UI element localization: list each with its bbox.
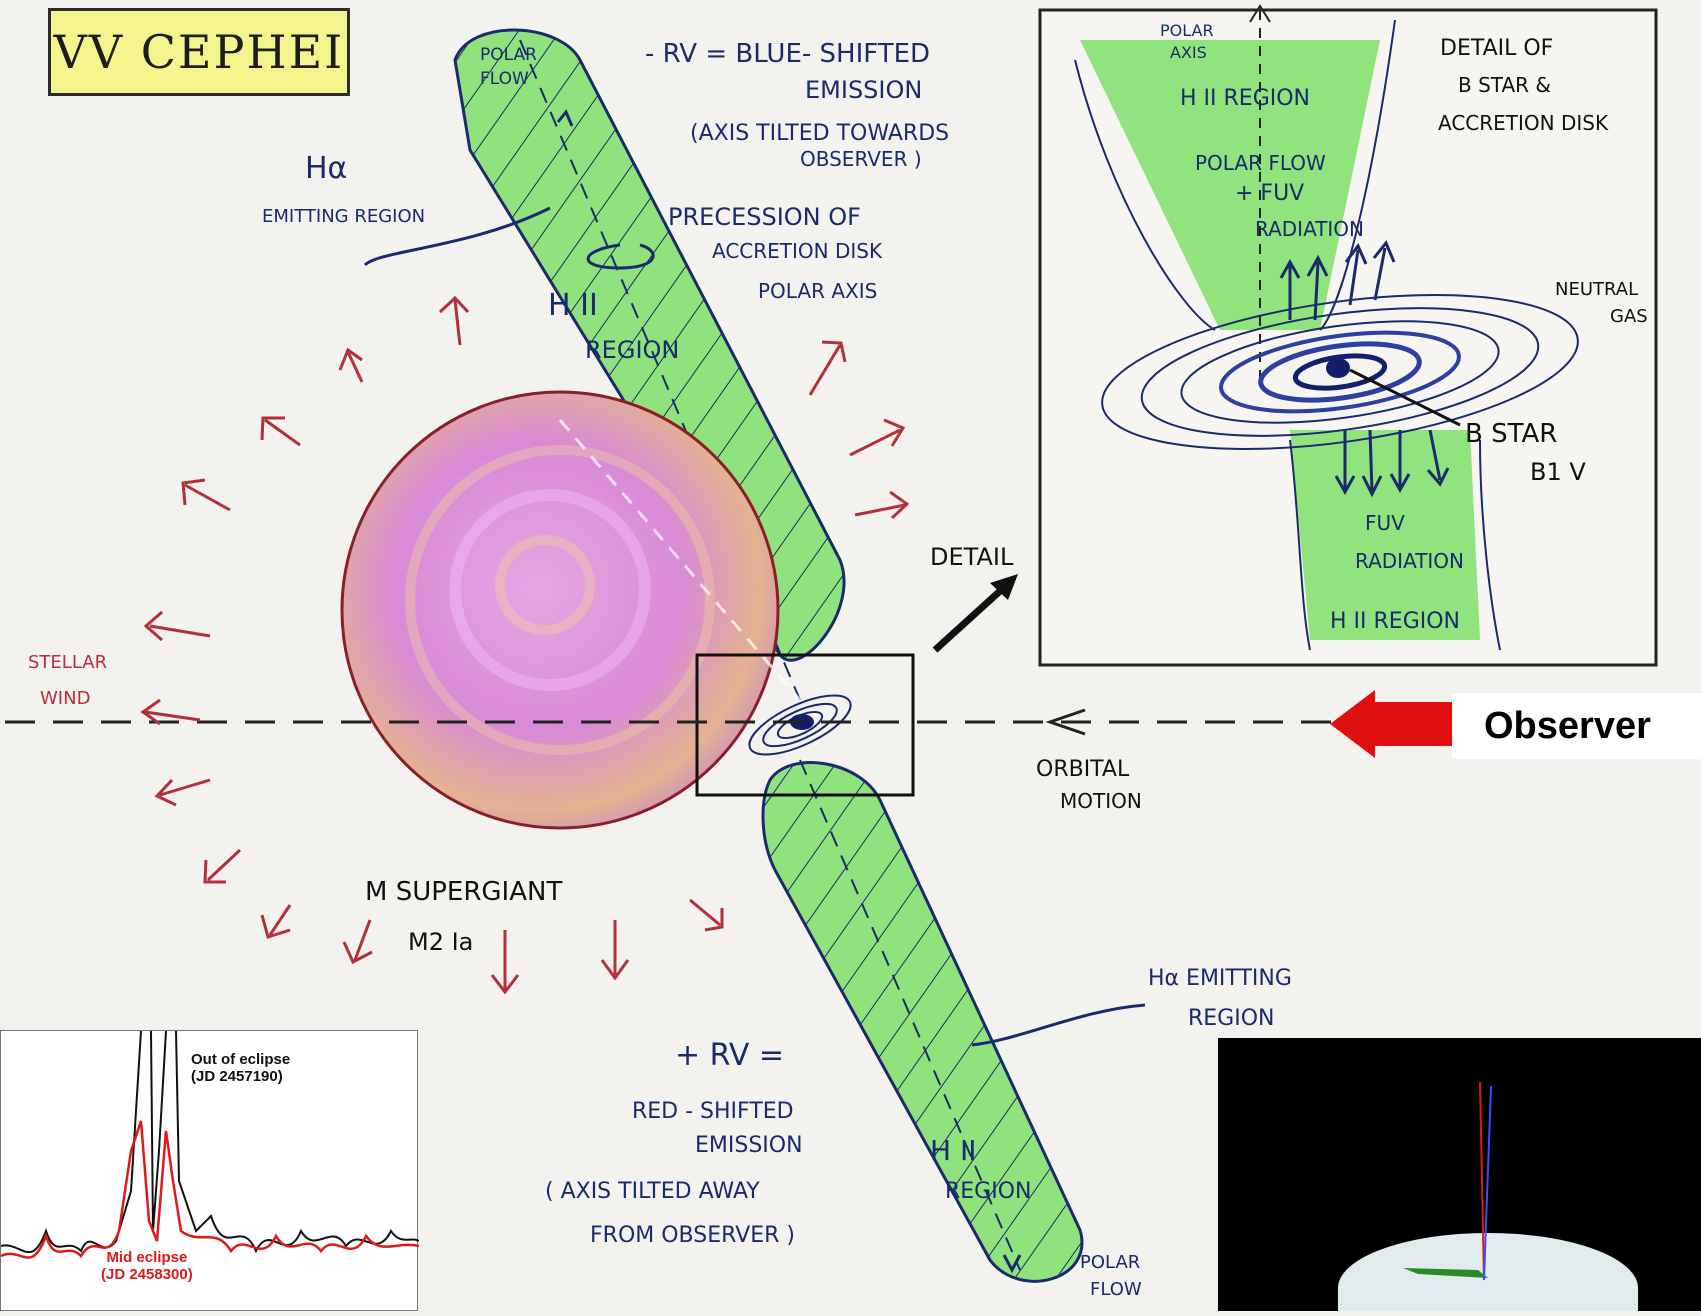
halpha-upper-label: EMITTING REGION [262, 206, 425, 227]
spectrum-inset: Out of eclipse (JD 2457190) Mid eclipse … [0, 1030, 418, 1311]
inset-polar-axis-1: POLAR [1160, 21, 1214, 40]
halpha-upper-symbol: Hα [305, 151, 347, 186]
stellar-wind-1: STELLAR [28, 652, 107, 673]
blue-shift-line-2: EMISSION [805, 76, 922, 104]
polar-flow-lower-1: POLAR [1080, 1252, 1140, 1273]
inset-title-2: B STAR & [1458, 73, 1551, 97]
inset-hii-bottom: H II REGION [1330, 609, 1460, 634]
inset-polar-axis-2: AXIS [1170, 43, 1207, 62]
hii-upper-2: REGION [585, 336, 679, 364]
inset-polar-flow-1: POLAR FLOW [1195, 151, 1326, 175]
hii-lower-2: REGION [945, 1179, 1032, 1204]
polar-flow-upper-1: POLAR [480, 45, 537, 65]
halpha-lower-2: REGION [1188, 1006, 1275, 1031]
inset-hii-top: H II REGION [1180, 86, 1310, 111]
supergiant-2: M2 Ia [408, 928, 473, 956]
precession-line-1: PRECESSION OF [668, 203, 861, 231]
red-shift-line-2: RED - SHIFTED [632, 1099, 794, 1124]
orbital-motion-2: MOTION [1060, 789, 1142, 813]
inset-neutral-gas-2: GAS [1610, 306, 1648, 327]
red-shift-line-3: EMISSION [695, 1133, 803, 1158]
hii-lower-1: H II [930, 1134, 976, 1167]
spectrum-mid-eclipse-line [1, 1121, 419, 1258]
blue-shift-line-3: (AXIS TILTED TOWARDS [690, 121, 949, 146]
polar-flow-upper-2: FLOW [480, 69, 529, 89]
inset-b-star-2: B1 V [1530, 458, 1586, 486]
inset-polar-flow-2: + FUV [1235, 181, 1304, 206]
inset-b-star-1: B STAR [1465, 419, 1557, 449]
precession-line-2: ACCRETION DISK [712, 239, 883, 263]
halpha-lower-1: Hα EMITTING [1148, 966, 1292, 991]
stellar-wind-2: WIND [40, 688, 90, 709]
inset-neutral-gas-1: NEUTRAL [1555, 279, 1638, 300]
hii-upper-1: H II [548, 288, 598, 323]
disk-3d-render-inset [1218, 1038, 1701, 1311]
inset-polar-flow-3: RADIATION [1255, 217, 1364, 241]
precession-line-3: POLAR AXIS [758, 279, 877, 303]
mid-eclipse-label: Mid eclipse (JD 2458300) [101, 1249, 193, 1283]
detail-label: DETAIL [930, 543, 1014, 571]
red-shift-line-1: + RV = [675, 1038, 784, 1073]
inset-fuv-2: RADIATION [1355, 549, 1464, 573]
out-of-eclipse-label: Out of eclipse (JD 2457190) [191, 1051, 290, 1085]
polar-flow-lower-2: FLOW [1090, 1279, 1142, 1300]
inset-title-1: DETAIL OF [1440, 36, 1553, 61]
orbital-motion-1: ORBITAL [1036, 757, 1130, 782]
red-shift-line-5: FROM OBSERVER ) [590, 1223, 795, 1248]
supergiant-1: M SUPERGIANT [365, 877, 562, 907]
red-shift-line-4: ( AXIS TILTED AWAY [545, 1179, 760, 1204]
blue-shift-line-1: - RV = BLUE- SHIFTED [645, 39, 930, 69]
disk-3d-render [1218, 1038, 1701, 1311]
blue-shift-line-4: OBSERVER ) [800, 147, 922, 171]
diagram-title: VV CEPHEI [48, 8, 350, 96]
inset-fuv-1: FUV [1365, 511, 1405, 535]
detail-inset [1040, 6, 1656, 665]
observer-label: Observer [1452, 693, 1701, 759]
inset-title-3: ACCRETION DISK [1438, 111, 1609, 135]
